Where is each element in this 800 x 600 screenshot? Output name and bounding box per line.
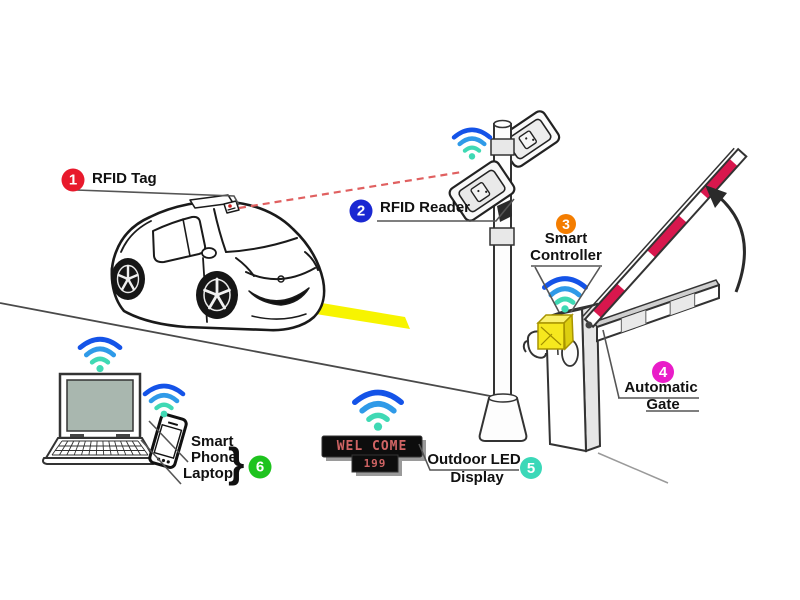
led-display-row1: WEL COME	[336, 439, 408, 454]
badge-2-rfid-reader: 2	[349, 199, 373, 223]
wifi-icon-led-display	[355, 392, 401, 430]
rfid-antenna-lower	[448, 160, 516, 222]
label-laptop: Laptop	[183, 465, 233, 482]
pole-base	[478, 393, 528, 442]
badge-6-phone-laptop: 6	[248, 455, 272, 479]
road-edge-line	[0, 302, 669, 484]
road-marking-yellow	[298, 299, 410, 329]
wifi-icon-phone	[145, 386, 183, 417]
wifi-icon-rfid-reader	[454, 130, 490, 160]
led-display-row2: 199	[363, 457, 387, 470]
laptop-illustration	[42, 372, 158, 465]
car-illustration	[110, 194, 326, 332]
barrier-arm-lowered	[592, 279, 721, 343]
badge-5-led-display: 5	[520, 457, 542, 479]
badge-1-rfid-tag: 1	[61, 168, 85, 192]
rfid-beam-dashed	[238, 170, 463, 210]
rfid-tag-marker	[223, 200, 240, 214]
laptop-keyboard	[51, 440, 149, 456]
label-smart-controller-line2: Controller	[530, 247, 602, 264]
brace-phone-laptop: }	[228, 439, 245, 486]
label-rfid-tag: RFID Tag	[92, 170, 157, 187]
label-rfid-reader: RFID Reader	[380, 199, 471, 216]
label-smart-phone-line2: Phone	[191, 449, 237, 466]
wifi-icon-laptop	[80, 339, 120, 372]
cabinet-side-bracket	[522, 330, 547, 359]
label-outdoor-led-line1: Outdoor LED	[427, 451, 521, 468]
led-display-panel	[321, 435, 426, 476]
label-automatic-gate-line1: Automatic	[624, 379, 698, 396]
car-front-wheel	[196, 271, 238, 319]
badge-4-automatic-gate: 4	[652, 361, 674, 383]
callout-leader-lines	[75, 189, 699, 485]
label-automatic-gate-line2: Gate	[646, 396, 680, 413]
label-smart-phone-line1: Smart	[191, 433, 234, 450]
label-outdoor-led-line2: Display	[450, 469, 504, 486]
arm-pivot-hinge	[585, 321, 593, 329]
lift-motion-arrow	[705, 185, 746, 293]
car-rear-wheel	[111, 258, 145, 300]
smart-controller-box	[536, 313, 574, 351]
label-smart-controller-line1: Smart	[544, 230, 588, 247]
badge-3-smart-controller: 3	[556, 214, 576, 234]
